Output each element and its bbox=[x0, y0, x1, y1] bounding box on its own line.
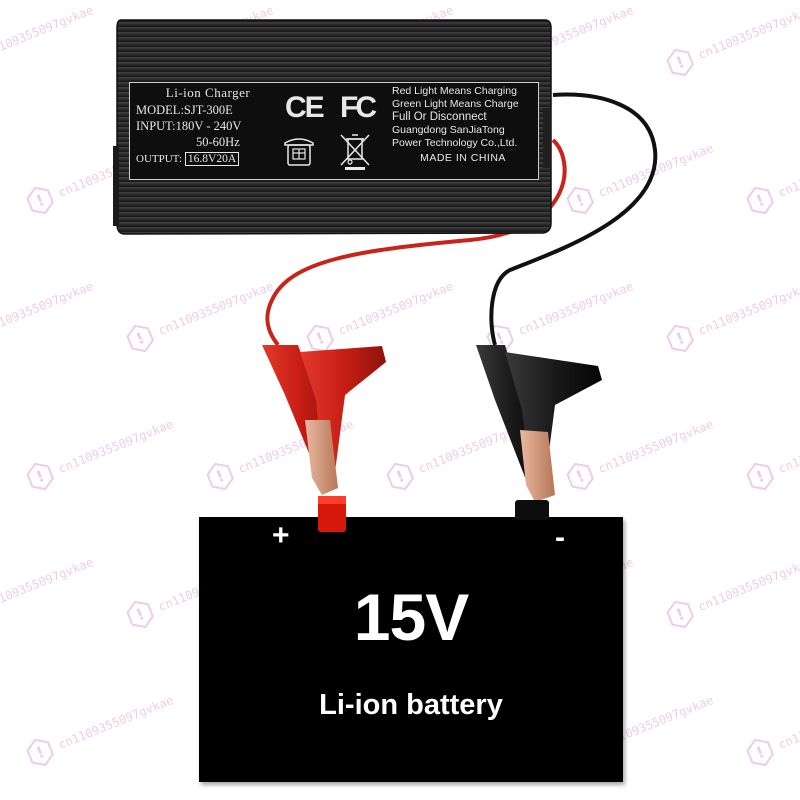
spec-block: Li-ion Charger MODEL:SJT-300E INPUT:180V… bbox=[136, 85, 284, 166]
info-line-3: Full Or Disconnect bbox=[392, 111, 487, 123]
certification-block: CE FC bbox=[275, 89, 385, 177]
svg-text:!: ! bbox=[753, 190, 767, 210]
watermark-text: cn1109355097gvkae bbox=[56, 417, 175, 476]
battery-voltage: 15V bbox=[353, 580, 469, 654]
svg-text:!: ! bbox=[673, 52, 687, 72]
watermark-tile: !cn1109355097gvkae bbox=[0, 555, 95, 614]
watermark-text: cn1109355097gvkae bbox=[776, 417, 800, 476]
svg-text:!: ! bbox=[133, 604, 147, 624]
manufacturer-line-2: Power Technology Co.,Ltd. bbox=[392, 137, 518, 149]
input-voltage: INPUT:180V - 240V bbox=[136, 119, 242, 133]
watermark-tile: !cn1109355097gvkae bbox=[0, 3, 95, 62]
output-label: OUTPUT: bbox=[136, 153, 182, 165]
watermark-text: cn1109355097gvkae bbox=[236, 417, 355, 476]
watermark-text: cn1109355097gvkae bbox=[56, 693, 175, 752]
info-line-2: Green Light Means Charge bbox=[392, 98, 519, 110]
watermark-tile: ! cn1109355097gvkae bbox=[306, 279, 455, 353]
watermark-tile: ! cn1109355097gvkae bbox=[746, 141, 800, 215]
watermark-tile: ! cn1109355097gvkae bbox=[26, 417, 175, 491]
watermark-text: cn1109355097gvkae bbox=[0, 3, 95, 62]
svg-text:!: ! bbox=[33, 742, 47, 762]
watermark-tile: ! cn1109355097gvkae bbox=[666, 555, 800, 629]
svg-text:!: ! bbox=[33, 190, 47, 210]
svg-text:!: ! bbox=[673, 328, 687, 348]
watermark-tile: ! cn1109355097gvkae bbox=[126, 279, 275, 353]
watermark-tile: ! cn1109355097gvkae bbox=[386, 417, 535, 491]
battery: + - 15V Li-ion battery bbox=[199, 517, 623, 782]
manufacturer-line-1: Guangdong SanJiaTong bbox=[392, 124, 505, 136]
input-frequency: 50-60Hz bbox=[196, 135, 240, 149]
watermark-tile: ! cn1109355097gvkae bbox=[206, 417, 355, 491]
fc-mark: FC bbox=[340, 91, 377, 124]
model-number: MODEL:SJT-300E bbox=[136, 103, 233, 117]
svg-text:!: ! bbox=[753, 742, 767, 762]
charger-label-panel: Li-ion Charger MODEL:SJT-300E INPUT:180V… bbox=[129, 82, 539, 180]
watermark-text: cn1109355097gvkae bbox=[696, 279, 800, 338]
watermark-text: cn1109355097gvkae bbox=[0, 555, 95, 614]
watermark-text: cn1109355097gvkae bbox=[416, 417, 535, 476]
svg-text:!: ! bbox=[393, 466, 407, 486]
svg-text:!: ! bbox=[753, 466, 767, 486]
svg-text:!: ! bbox=[573, 466, 587, 486]
watermark-text: cn1109355097gvkae bbox=[696, 555, 800, 614]
weee-crossed-bin-icon bbox=[340, 134, 370, 170]
svg-text:!: ! bbox=[673, 604, 687, 624]
watermark-tile: !cn1109355097gvkae bbox=[0, 279, 95, 338]
svg-text:!: ! bbox=[493, 328, 507, 348]
watermark-text: cn1109355097gvkae bbox=[156, 279, 275, 338]
info-block: Red Light Means Charging Green Light Mea… bbox=[392, 85, 542, 165]
battery-type: Li-ion battery bbox=[319, 689, 503, 721]
negative-terminal-label: - bbox=[555, 521, 565, 554]
svg-text:!: ! bbox=[313, 328, 327, 348]
made-in-label: MADE IN CHINA bbox=[420, 152, 506, 164]
svg-text:!: ! bbox=[133, 328, 147, 348]
watermark-text: cn1109355097gvkae bbox=[776, 693, 800, 752]
watermark-tile: ! cn1109355097gvkae bbox=[26, 693, 175, 767]
indoor-use-icon bbox=[284, 138, 314, 166]
watermark-tile: ! cn1109355097gvkae bbox=[666, 279, 800, 353]
output-rating: OUTPUT: 16.8V20A bbox=[136, 152, 284, 166]
svg-text:!: ! bbox=[573, 190, 587, 210]
watermark-tile: ! cn1109355097gvkae bbox=[486, 279, 635, 353]
watermark-text: cn1109355097gvkae bbox=[596, 417, 715, 476]
svg-text:!: ! bbox=[33, 466, 47, 486]
watermark-tile: ! cn1109355097gvkae bbox=[746, 417, 800, 491]
svg-text:!: ! bbox=[213, 466, 227, 486]
watermark-text: cn1109355097gvkae bbox=[776, 141, 800, 200]
positive-terminal-label: + bbox=[272, 519, 290, 552]
watermark-tile: ! cn1109355097gvkae bbox=[566, 141, 715, 215]
watermark-tile: ! cn1109355097gvkae bbox=[666, 3, 800, 77]
ce-mark: CE bbox=[285, 91, 325, 124]
watermark-text: cn1109355097gvkae bbox=[0, 279, 95, 338]
watermark-tile: ! cn1109355097gvkae bbox=[566, 417, 715, 491]
output-value: 16.8V20A bbox=[184, 152, 240, 166]
watermark-tile: ! cn1109355097gvkae bbox=[746, 693, 800, 767]
watermark-text: cn1109355097gvkae bbox=[596, 141, 715, 200]
charger-title: Li-ion Charger bbox=[165, 85, 251, 100]
info-line-1: Red Light Means Charging bbox=[392, 85, 517, 97]
watermark-text: cn1109355097gvkae bbox=[516, 279, 635, 338]
watermark-text: cn1109355097gvkae bbox=[336, 279, 455, 338]
watermark-text: cn1109355097gvkae bbox=[696, 3, 800, 62]
